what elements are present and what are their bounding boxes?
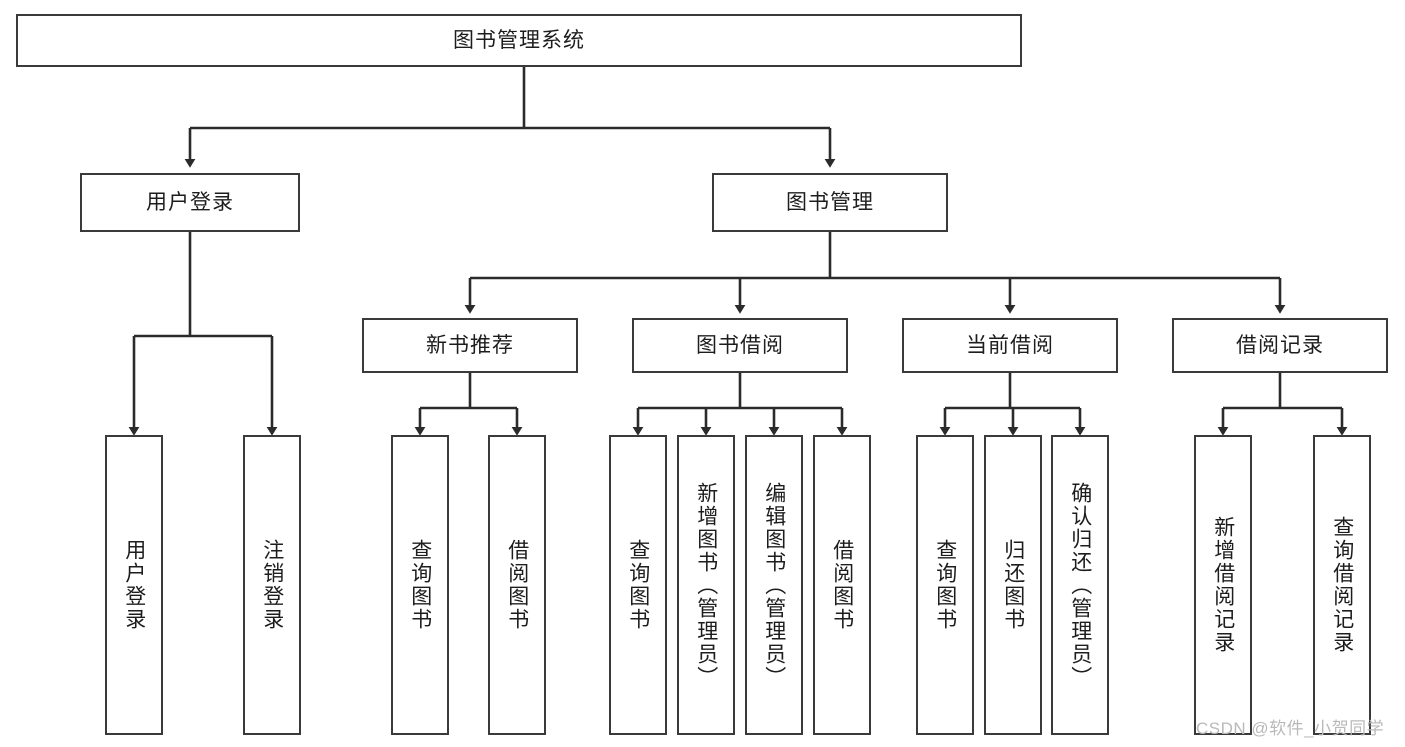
leaf-user-login-logout[interactable]: 注销登录	[243, 435, 301, 735]
node-label: 查询图书	[408, 539, 432, 631]
leaf-new-book-borrow-book[interactable]: 借阅图书	[488, 435, 546, 735]
leaf-current-borrow-confirm-return-admin[interactable]: 确认归还（管理员）	[1051, 435, 1109, 735]
node-label: 新增图书（管理员）	[694, 481, 718, 689]
node-label: 编辑图书（管理员）	[762, 481, 786, 689]
node-root-book-management-system[interactable]: 图书管理系统	[16, 14, 1022, 67]
node-label: 图书管理	[786, 190, 874, 214]
node-label: 新书推荐	[426, 333, 514, 357]
leaf-borrow-record-query-record[interactable]: 查询借阅记录	[1313, 435, 1371, 735]
leaf-current-borrow-query-book[interactable]: 查询图书	[916, 435, 974, 735]
leaf-book-borrow-edit-book-admin[interactable]: 编辑图书（管理员）	[745, 435, 803, 735]
leaf-current-borrow-return-book[interactable]: 归还图书	[984, 435, 1042, 735]
node-label: 用户登录	[146, 190, 234, 214]
leaf-book-borrow-query-book[interactable]: 查询图书	[609, 435, 667, 735]
node-label: 借阅记录	[1236, 333, 1324, 357]
leaf-borrow-record-add-record[interactable]: 新增借阅记录	[1194, 435, 1252, 735]
node-label: 借阅图书	[505, 539, 529, 631]
node-borrow-record[interactable]: 借阅记录	[1172, 318, 1388, 373]
node-label: 确认归还（管理员）	[1068, 481, 1092, 689]
node-label: 归还图书	[1001, 539, 1025, 631]
node-new-book-recommendation[interactable]: 新书推荐	[362, 318, 578, 373]
node-label: 用户登录	[122, 539, 146, 631]
node-label: 注销登录	[260, 539, 284, 631]
leaf-user-login-login[interactable]: 用户登录	[105, 435, 163, 735]
node-label: 查询图书	[933, 539, 957, 631]
node-label: 图书管理系统	[453, 28, 585, 52]
node-label: 查询图书	[626, 539, 650, 631]
node-label: 借阅图书	[830, 539, 854, 631]
node-book-management[interactable]: 图书管理	[712, 173, 948, 232]
leaf-book-borrow-add-book-admin[interactable]: 新增图书（管理员）	[677, 435, 735, 735]
node-label: 当前借阅	[966, 333, 1054, 357]
leaf-book-borrow-borrow-book[interactable]: 借阅图书	[813, 435, 871, 735]
node-current-borrow[interactable]: 当前借阅	[902, 318, 1118, 373]
leaf-new-book-query-book[interactable]: 查询图书	[391, 435, 449, 735]
node-book-borrow[interactable]: 图书借阅	[632, 318, 848, 373]
node-label: 图书借阅	[696, 333, 784, 357]
node-user-login[interactable]: 用户登录	[80, 173, 300, 232]
csdn-watermark: CSDN @软件_小贺同学	[1196, 719, 1385, 738]
node-label: 查询借阅记录	[1330, 516, 1354, 654]
node-label: 新增借阅记录	[1211, 516, 1235, 654]
